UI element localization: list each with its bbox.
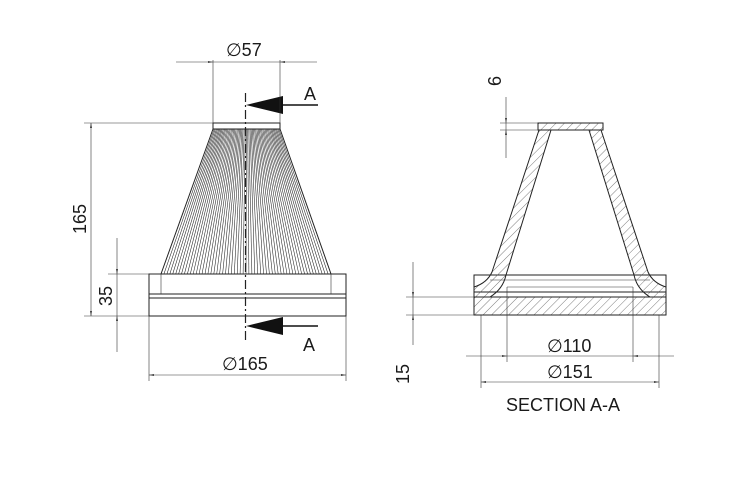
dim-inner-diameter-label: ∅110: [547, 336, 591, 356]
pleat-line: [250, 128, 258, 275]
pleat-line: [187, 128, 224, 275]
pleat-line: [258, 128, 279, 275]
pleat-line: [277, 128, 326, 275]
dim-top-diameter-label: ∅57: [226, 40, 262, 60]
pleat-line: [178, 128, 221, 275]
pleat-line: [222, 128, 238, 275]
pleat-line: [231, 128, 241, 275]
pleat-line: [175, 128, 220, 275]
pleat-line: [236, 128, 244, 275]
pleat-line: [267, 128, 300, 275]
pleat-line: [256, 128, 273, 275]
section-right-wall: [588, 129, 667, 298]
section-arrow-bottom: [246, 317, 318, 335]
pleat-line: [195, 128, 228, 275]
pleat-line: [272, 128, 314, 275]
pleat-line: [261, 128, 285, 275]
pleat-line: [242, 128, 246, 275]
pleat-line: [264, 128, 294, 275]
pleat-line: [184, 128, 223, 275]
pleat-line: [275, 128, 320, 275]
dim-inner-diameter: [466, 287, 674, 362]
dim-height-base-label: 35: [96, 286, 116, 306]
top-cap: [212, 122, 281, 130]
section-title: SECTION A-A: [506, 395, 620, 415]
section-arrow-top: [246, 96, 318, 114]
pleat-line: [204, 128, 231, 275]
pleat-line: [248, 128, 253, 275]
dim-base-thickness-label: 15: [393, 364, 413, 384]
dim-outer-diameter: [480, 315, 660, 388]
dim-outer-diameter-label: ∅151: [547, 362, 593, 382]
section-view: 6 15 ∅110 ∅151 SECTION A-A: [393, 76, 674, 415]
pleat-line: [198, 128, 229, 275]
pleat-line: [253, 128, 264, 275]
dim-top-thickness: [500, 97, 538, 158]
pleat-line: [249, 128, 256, 275]
pleat-line: [255, 128, 270, 275]
pleat-line: [263, 128, 291, 275]
pleat-line: [228, 128, 240, 275]
pleat-line: [172, 128, 218, 275]
dim-base-thickness: [406, 262, 474, 345]
pleat-line: [210, 128, 233, 275]
dim-top-thickness-label: 6: [485, 76, 505, 86]
pleat-line: [271, 128, 311, 275]
pleat-line: [190, 128, 225, 275]
pleat-line: [269, 128, 305, 275]
pleat-line: [169, 128, 217, 275]
pleat-line: [225, 128, 239, 275]
pleat-line: [163, 128, 215, 275]
front-view: A A ∅57 ∅165 165: [70, 40, 347, 381]
pleat-line: [219, 128, 237, 275]
pleat-line: [254, 128, 267, 275]
dim-bottom-diameter: [148, 316, 347, 381]
pleat-line: [216, 128, 236, 275]
section-left-wall: [473, 129, 552, 298]
pleat-line: [207, 128, 232, 275]
pleat-line: [257, 128, 276, 275]
pleat-line: [181, 128, 222, 275]
section-label-top: A: [304, 84, 316, 104]
pleat-line: [201, 128, 230, 275]
pleat-line: [252, 128, 261, 275]
pleat-line: [276, 128, 323, 275]
pleat-line: [260, 128, 282, 275]
pleat-line: [278, 128, 329, 275]
pleat-line: [268, 128, 302, 275]
dim-height-base: [108, 238, 161, 352]
section-top-plate: [537, 122, 604, 131]
base-ring: [148, 273, 347, 317]
pleat-line: [273, 128, 317, 275]
pleat-line: [262, 128, 288, 275]
pleat-line: [265, 128, 297, 275]
pleat-line: [239, 128, 245, 275]
pleat-line: [234, 128, 243, 275]
pleat-line: [270, 128, 308, 275]
pleat-line: [247, 128, 250, 275]
dim-height-total-label: 165: [70, 204, 90, 234]
dim-bottom-diameter-label: ∅165: [222, 354, 268, 374]
section-label-bottom: A: [303, 335, 315, 355]
dim-top-diameter: [176, 60, 317, 123]
pleat-line: [192, 128, 226, 275]
pleat-line: [213, 128, 235, 275]
pleated-cone: [160, 128, 332, 275]
pleat-line: [166, 128, 216, 275]
